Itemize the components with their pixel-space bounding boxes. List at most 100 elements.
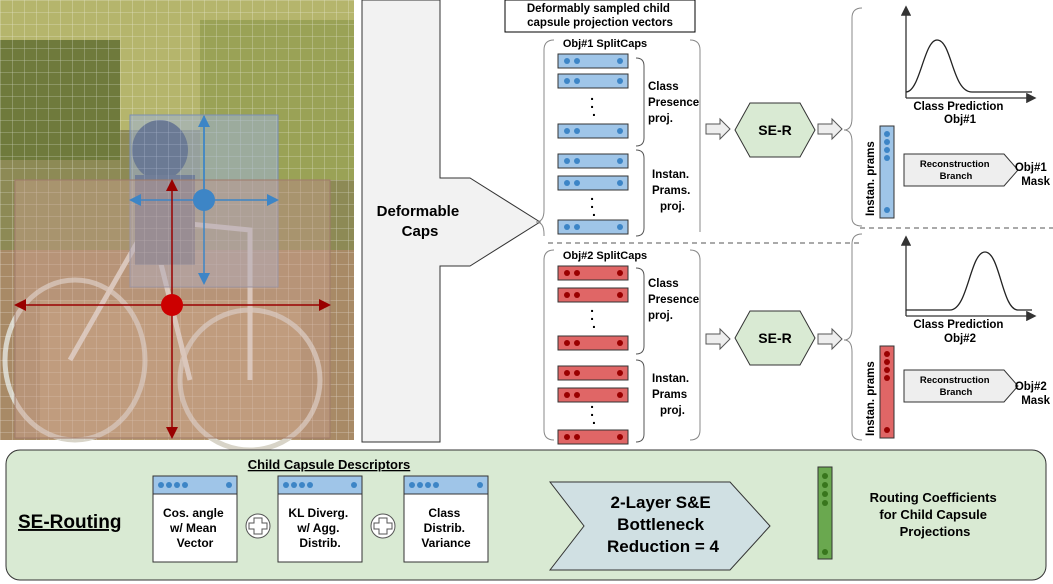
- obj2-instan-dot-3: [884, 367, 890, 373]
- obj2-class-presence: Class Presence proj.: [648, 278, 702, 322]
- obj1-instan-dots: . . .: [590, 187, 598, 219]
- obj1-instan-prams-l3: proj.: [660, 201, 685, 213]
- obj2-capsule-bar-2: [557, 287, 629, 303]
- obj2-instan-brace: [635, 359, 645, 443]
- obj2-instan-prams-l3: proj.: [660, 405, 685, 417]
- obj1-capsule-bar-1-dot-a: [564, 58, 570, 64]
- obj2-capsule-bar-3-dot-c: [617, 340, 623, 346]
- descriptor1-l1: Cos. angle: [163, 506, 224, 520]
- se-r-hexagon-obj2: [734, 310, 816, 366]
- obj2-instan-prams-vertical: Instan. prams: [865, 361, 877, 436]
- descriptor3-l1: Class: [428, 506, 460, 520]
- obj2-capsule-bar-1-dot-c: [617, 270, 623, 276]
- obj2-capsule-bar-4-dot-a: [564, 370, 570, 376]
- descriptor-box-2-dot-end: [351, 482, 357, 488]
- obj2-capsule-bar-2-dot-c: [617, 292, 623, 298]
- obj1-capsule-bar-5: [557, 175, 629, 191]
- obj2-capsule-bar-5-dot-c: [617, 392, 623, 398]
- obj1-class-presence: Class Presence proj.: [648, 81, 702, 125]
- descriptor2-l1: KL Diverg.: [288, 506, 348, 520]
- obj2-capsule-bar-6-dot-b: [574, 434, 580, 440]
- descriptor-box-3-dot-4: [433, 482, 439, 488]
- obj1-reconstruction-l1: Reconstruction: [920, 159, 990, 170]
- obj1-capsule-bar-2-dot-b: [574, 78, 580, 84]
- obj1-capsule-bar-1-dot-c: [617, 58, 623, 64]
- plus-icon-2: [370, 513, 396, 539]
- descriptor-box-1-header: [152, 475, 238, 495]
- obj1-instan-prams: Instan. Prams. proj.: [652, 169, 694, 213]
- obj2-capsule-bar-3: [557, 335, 629, 351]
- obj1-instan-prams-vertical: Instan. prams: [865, 141, 877, 216]
- obj2-presence-dots: . . .: [590, 299, 598, 331]
- obj2-reconstruction-branch: [903, 369, 1019, 403]
- obj2-prediction-plot: [900, 235, 1037, 322]
- bottleneck-l2: Bottleneck: [617, 515, 704, 534]
- se-r-label-obj1: SE-R: [758, 122, 791, 138]
- obj2-brace-left: [543, 249, 555, 441]
- obj1-capsule-bar-5-dot-a: [564, 180, 570, 186]
- obj2-mask-label: Obj#2 Mask: [1015, 381, 1051, 407]
- descriptor2-l3: Distrib.: [299, 536, 340, 550]
- obj2-arrow-in: [705, 327, 731, 351]
- descriptor1-text: Cos. angle w/ Mean Vector: [163, 506, 227, 550]
- descriptor-box-2-dot-3: [299, 482, 305, 488]
- routing-dot-4: [822, 500, 828, 506]
- obj2-capsule-bar-2-dot-a: [564, 292, 570, 298]
- obj1-instan-dot-3: [884, 147, 890, 153]
- obj1-arrow-in: [705, 117, 731, 141]
- descriptor-boxes: [152, 475, 489, 563]
- descriptor-box-1-dot-1: [158, 482, 164, 488]
- obj2-instan-prams-l1: Instan.: [652, 373, 689, 385]
- obj2-instan-capsule-dots: [884, 351, 890, 433]
- obj1-capsule-bar-4-dot-c: [617, 158, 623, 164]
- obj1-capsule-bar-3-dot-b: [574, 128, 580, 134]
- obj1-class-presence-l3: proj.: [648, 113, 673, 125]
- bottleneck-l1: 2-Layer S&E: [611, 493, 711, 512]
- obj2-capsule-bar-5-dot-a: [564, 392, 570, 398]
- descriptor-box-3-dot-end: [477, 482, 483, 488]
- obj2-capsule-bar-1-dot-a: [564, 270, 570, 276]
- obj2-capsule-bar-6: [557, 429, 629, 445]
- obj1-capsule-bar-6-dot-a: [564, 224, 570, 230]
- obj1-mask-label: Obj#1 Mask: [1015, 162, 1051, 188]
- obj2-center: [161, 294, 183, 316]
- descriptor3-text: Class Distrib. Variance: [421, 506, 471, 550]
- obj2-capsule-bar-1: [557, 265, 629, 281]
- obj1-instan-dot-2: [884, 139, 890, 145]
- obj1-center: [193, 189, 215, 211]
- obj1-reconstruction-l2: Branch: [940, 171, 973, 182]
- obj1-capsule-bar-3-dot-c: [617, 128, 623, 134]
- obj2-brace-right: [689, 249, 701, 441]
- obj1-capsule-bar-2-dot-c: [617, 78, 623, 84]
- se-routing-title: SE-Routing: [18, 512, 121, 533]
- deformable-caps-line2: Caps: [402, 223, 439, 240]
- obj2-instan-dot-4: [884, 375, 890, 381]
- obj2-splitcaps-label: Obj#2 SplitCaps: [563, 250, 647, 262]
- obj2-class-presence-l1: Class: [648, 278, 679, 290]
- descriptors-title: Child Capsule Descriptors: [248, 457, 411, 472]
- obj1-instan-dot-1: [884, 131, 890, 137]
- obj1-class-prediction: Class Prediction Obj#1: [913, 101, 1006, 126]
- obj2-reconstruction-l1: Reconstruction: [920, 375, 990, 386]
- sampled-title-line1: Deformably sampled child: [527, 3, 670, 15]
- plus-icon-1: [245, 513, 271, 539]
- obj2-instan-dots: . . .: [590, 395, 598, 427]
- bottleneck-shape: [548, 481, 771, 571]
- routing-l3: Projections: [900, 524, 971, 539]
- routing-text: Routing Coefficients for Child Capsule P…: [870, 490, 1001, 539]
- routing-dot-1: [822, 473, 828, 479]
- obj1-instan-capsule-dots: [884, 131, 890, 213]
- obj1-class-presence-l1: Class: [648, 81, 679, 93]
- descriptor-box-3-dot-3: [425, 482, 431, 488]
- obj1-mask-l1: Obj#1: [1015, 162, 1048, 174]
- obj2-instan-capsule: [879, 345, 895, 439]
- obj1-arrow-out: [817, 117, 843, 141]
- routing-capsule-dots: [822, 473, 828, 555]
- sampled-title: Deformably sampled child capsule project…: [527, 3, 673, 29]
- descriptor-box-2-dot-2: [291, 482, 297, 488]
- obj2-presence-brace: [635, 267, 645, 355]
- obj2-class-presence-l2: Presence: [648, 294, 699, 306]
- obj1-capsule-bar-3: [557, 123, 629, 139]
